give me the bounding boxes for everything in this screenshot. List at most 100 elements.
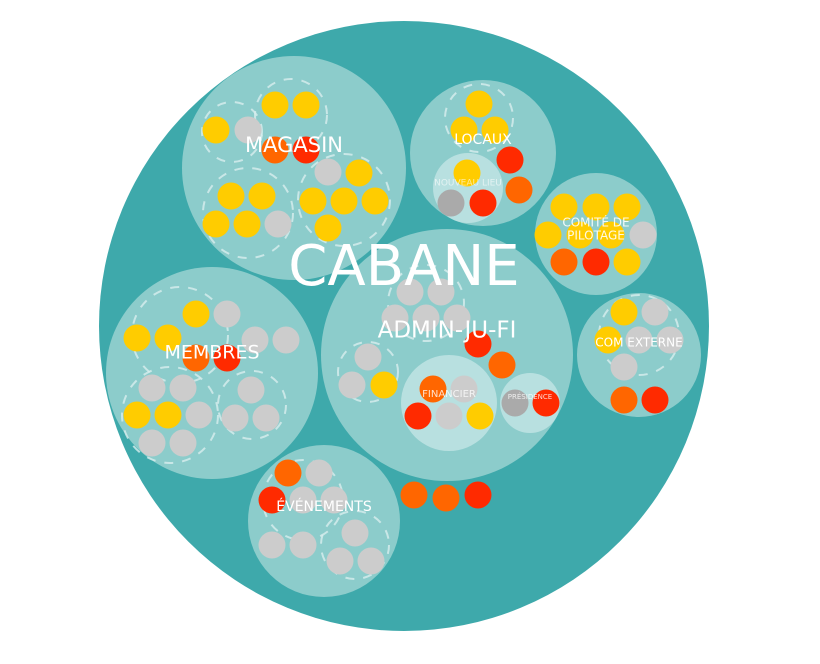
label-membres: MEMBRES <box>164 342 259 364</box>
role-circle[interactable] <box>656 326 684 354</box>
role-circle[interactable] <box>419 375 447 403</box>
role-circle[interactable] <box>248 182 276 210</box>
role-circle[interactable] <box>292 91 320 119</box>
role-circle[interactable] <box>594 326 622 354</box>
role-circle[interactable] <box>357 547 385 575</box>
role-circle[interactable] <box>532 389 560 417</box>
role-circle[interactable] <box>450 375 478 403</box>
role-circle[interactable] <box>496 146 524 174</box>
role-circle[interactable] <box>400 481 428 509</box>
role-circle[interactable] <box>237 376 265 404</box>
role-circle[interactable] <box>597 221 625 249</box>
role-circle[interactable] <box>641 386 669 414</box>
circle-presidence[interactable] <box>500 373 560 433</box>
role-circle[interactable] <box>464 481 492 509</box>
role-circle[interactable] <box>314 158 342 186</box>
role-circle[interactable] <box>443 304 471 332</box>
role-circle[interactable] <box>185 401 213 429</box>
role-circle[interactable] <box>582 193 610 221</box>
role-circle[interactable] <box>550 248 578 276</box>
role-circle[interactable] <box>261 91 289 119</box>
role-circle[interactable] <box>466 402 494 430</box>
role-circle[interactable] <box>396 278 424 306</box>
role-circle[interactable] <box>221 404 249 432</box>
label-nouveau-lieu: NOUVEAU LIEU <box>434 179 502 189</box>
role-circle[interactable] <box>258 531 286 559</box>
role-circle[interactable] <box>427 278 455 306</box>
role-circle[interactable] <box>625 326 653 354</box>
role-circle[interactable] <box>138 374 166 402</box>
dashed-subgroup <box>217 370 287 440</box>
role-circle[interactable] <box>326 547 354 575</box>
role-circle[interactable] <box>272 326 300 354</box>
role-circle[interactable] <box>450 116 478 144</box>
role-circle[interactable] <box>453 159 481 187</box>
role-circle[interactable] <box>465 90 493 118</box>
role-circle[interactable] <box>213 344 241 372</box>
label-cabane: CABANE <box>288 234 519 299</box>
role-circle[interactable] <box>629 221 657 249</box>
role-circle[interactable] <box>289 531 317 559</box>
role-circle[interactable] <box>123 324 151 352</box>
role-circle[interactable] <box>582 248 610 276</box>
role-circle[interactable] <box>182 300 210 328</box>
role-circle[interactable] <box>258 486 286 514</box>
role-circle[interactable] <box>566 221 594 249</box>
role-circle[interactable] <box>432 484 460 512</box>
role-circle[interactable] <box>252 404 280 432</box>
role-circle[interactable] <box>213 300 241 328</box>
role-circle[interactable] <box>202 116 230 144</box>
role-circle[interactable] <box>613 248 641 276</box>
role-circle[interactable] <box>370 371 398 399</box>
role-circle[interactable] <box>292 136 320 164</box>
role-circle[interactable] <box>233 210 261 238</box>
role-circle[interactable] <box>610 353 638 381</box>
role-circle[interactable] <box>345 159 373 187</box>
label-comite-line2: PILOTAGE <box>567 229 625 243</box>
role-circle[interactable] <box>154 401 182 429</box>
role-circle[interactable] <box>299 187 327 215</box>
role-circle[interactable] <box>435 402 463 430</box>
role-circle[interactable] <box>550 193 578 221</box>
role-circle[interactable] <box>202 210 230 238</box>
role-circle[interactable] <box>469 189 497 217</box>
role-circle[interactable] <box>261 136 289 164</box>
role-circle[interactable] <box>154 324 182 352</box>
role-circle[interactable] <box>314 214 342 242</box>
role-circle[interactable] <box>289 486 317 514</box>
role-circle[interactable] <box>641 298 669 326</box>
role-circle[interactable] <box>330 187 358 215</box>
role-circle[interactable] <box>437 189 465 217</box>
role-circle[interactable] <box>361 187 389 215</box>
role-circle[interactable] <box>610 386 638 414</box>
role-circle[interactable] <box>481 116 509 144</box>
role-circle[interactable] <box>169 429 197 457</box>
role-circle[interactable] <box>338 371 366 399</box>
role-circle[interactable] <box>320 486 348 514</box>
role-circle[interactable] <box>354 343 382 371</box>
role-circle[interactable] <box>217 182 245 210</box>
label-financier: FINANCIER <box>422 389 476 400</box>
role-circle[interactable] <box>264 210 292 238</box>
role-circle[interactable] <box>182 344 210 372</box>
role-circle[interactable] <box>381 304 409 332</box>
role-circle[interactable] <box>505 176 533 204</box>
role-circle[interactable] <box>274 459 302 487</box>
role-circle[interactable] <box>234 116 262 144</box>
label-locaux: LOCAUX <box>454 132 512 148</box>
role-circle[interactable] <box>123 401 151 429</box>
role-circle[interactable] <box>464 330 492 358</box>
role-circle[interactable] <box>610 298 638 326</box>
role-circle[interactable] <box>241 326 269 354</box>
role-circle[interactable] <box>341 519 369 547</box>
role-circle[interactable] <box>534 221 562 249</box>
role-circle[interactable] <box>501 389 529 417</box>
circle-com-externe[interactable] <box>577 293 701 417</box>
role-circle[interactable] <box>305 459 333 487</box>
role-circle[interactable] <box>138 429 166 457</box>
role-circle[interactable] <box>488 351 516 379</box>
role-circle[interactable] <box>169 374 197 402</box>
role-circle[interactable] <box>412 304 440 332</box>
role-circle[interactable] <box>404 402 432 430</box>
role-circle[interactable] <box>613 193 641 221</box>
